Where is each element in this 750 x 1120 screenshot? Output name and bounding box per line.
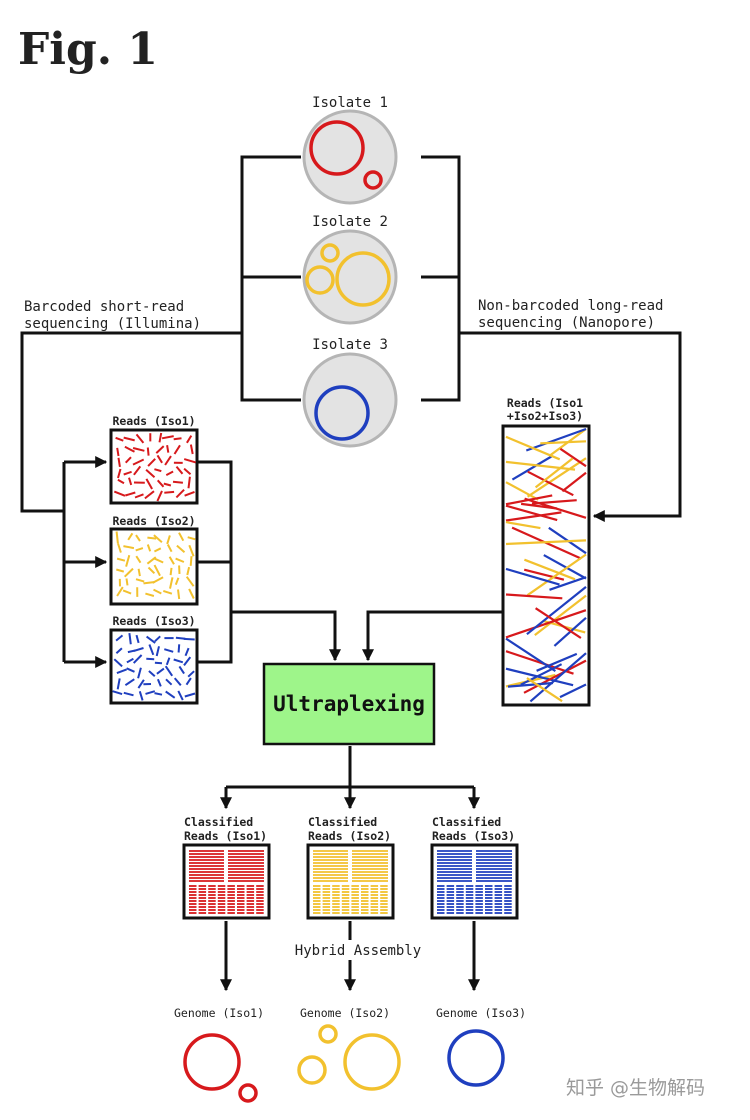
classified-iso2-label-line1: Classified [308, 815, 377, 829]
isolate-1-cell [302, 109, 398, 205]
classified-iso1-label-line2: Reads (Iso1) [184, 829, 267, 843]
classified-iso3-label-line2: Reads (Iso3) [432, 829, 515, 843]
short-read-label-line2: sequencing (Illumina) [24, 316, 201, 332]
classified-iso1-label-line1: Classified [184, 815, 253, 829]
isolate-2-label: Isolate 2 [312, 214, 388, 230]
ultraplexing-label: Ultraplexing [273, 692, 425, 716]
classified-iso2-reads [313, 850, 388, 914]
genome-iso3-label: Genome (Iso3) [436, 1006, 526, 1020]
long-read-label-line1: Non-barcoded long-read [478, 298, 663, 314]
classified-iso3-reads [437, 850, 512, 914]
reads-iso1-label: Reads (Iso1) [112, 414, 195, 428]
classified-iso3-label-line1: Classified [432, 815, 501, 829]
genome-iso1 [183, 1033, 258, 1103]
reads-iso3-fragments [112, 632, 196, 701]
long-reads-label-line1: Reads (Iso1 [507, 396, 583, 410]
genome-iso2 [297, 1024, 401, 1091]
classified-iso2-label-line2: Reads (Iso2) [308, 829, 391, 843]
hybrid-assembly-label: Hybrid Assembly [295, 943, 421, 959]
long-read-bracket [421, 155, 682, 522]
hybrid-assembly-label-bg [290, 940, 428, 960]
isolate-1-label: Isolate 1 [312, 95, 388, 111]
long-reads-box [501, 424, 591, 707]
isolate-3-label: Isolate 3 [312, 337, 388, 353]
ultraplexing-box [262, 662, 436, 746]
classified-iso1-reads [189, 850, 264, 914]
watermark: 知乎 @生物解码 [566, 1077, 705, 1099]
figure-label: Fig. 1 [18, 24, 158, 75]
reads-iso2-fragments [115, 531, 196, 600]
short-read-bracket [20, 155, 301, 668]
reads-iso3-label: Reads (Iso3) [112, 614, 195, 628]
short-read-label-line1: Barcoded short-read [24, 299, 184, 315]
genome-iso2-label: Genome (Iso2) [300, 1006, 390, 1020]
long-read-label-line2: sequencing (Nanopore) [478, 315, 655, 331]
classification-tree [220, 746, 480, 810]
reads-iso1-fragments [113, 432, 196, 502]
merge-connectors [197, 460, 503, 664]
genome-iso3 [447, 1029, 505, 1087]
long-reads-fragments [505, 427, 587, 703]
reads-iso2-label: Reads (Iso2) [112, 514, 195, 528]
isolate-2-cell [302, 229, 398, 325]
long-reads-label-line2: +Iso2+Iso3) [507, 409, 583, 423]
isolate-3-cell [302, 352, 398, 448]
genome-iso1-label: Genome (Iso1) [174, 1006, 264, 1020]
